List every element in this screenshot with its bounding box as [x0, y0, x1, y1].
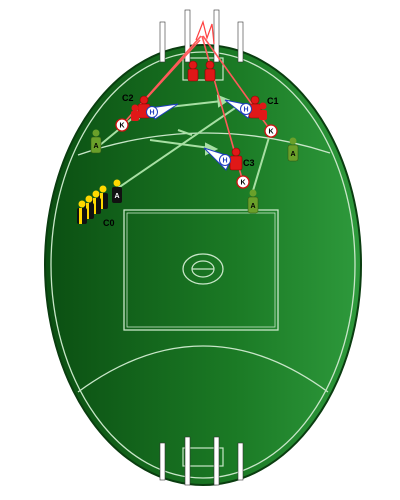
- player-c0-queue: A C0: [77, 179, 122, 228]
- centre-square: [123, 209, 279, 331]
- svg-text:K: K: [119, 123, 124, 130]
- svg-text:K: K: [268, 129, 273, 136]
- bottom-50m-arc: [77, 345, 329, 393]
- svg-text:H: H: [149, 110, 154, 117]
- top-goal-posts: [159, 9, 244, 63]
- label-c2: C2: [122, 93, 134, 103]
- goal-shot-mark: [195, 20, 215, 45]
- label-c3: C3: [243, 158, 255, 168]
- svg-text:H: H: [222, 158, 227, 165]
- player-c3: C3: [229, 147, 255, 171]
- boundary-line: [50, 51, 356, 479]
- goal-square-players: [187, 60, 216, 82]
- grass-oval: [44, 44, 362, 486]
- centre-square-inner: [126, 212, 276, 328]
- centre-circle-outer: [182, 253, 224, 285]
- attacker-left: A: [90, 129, 102, 154]
- bottom-goal-posts: [159, 436, 244, 486]
- attacker-right: A: [287, 137, 299, 162]
- svg-text:A: A: [250, 203, 255, 210]
- label-c0: C0: [103, 218, 115, 228]
- top-goal-square: [182, 57, 224, 81]
- attacker-centre: A: [247, 189, 259, 214]
- label-c1: C1: [267, 96, 279, 106]
- hand-markers: H H H: [146, 103, 252, 166]
- svg-text:A: A: [114, 193, 119, 200]
- top-50m-arc: [77, 132, 331, 156]
- svg-text:K: K: [240, 180, 245, 187]
- bottom-goal-square: [182, 447, 224, 467]
- svg-text:A: A: [93, 143, 98, 150]
- kick-markers: K K K: [115, 118, 278, 189]
- player-c1: C1: [248, 95, 279, 120]
- svg-text:A: A: [290, 151, 295, 158]
- svg-text:H: H: [243, 107, 248, 114]
